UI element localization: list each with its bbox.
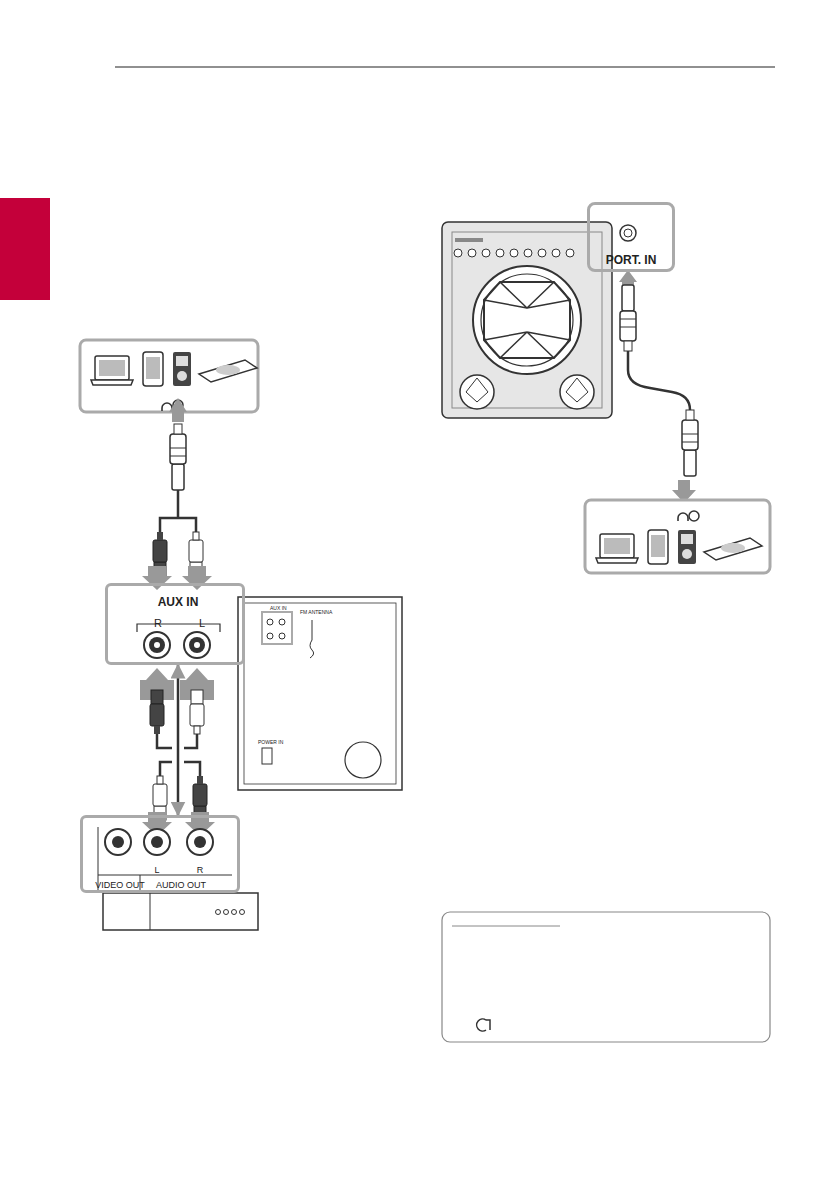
port-label: L [199, 618, 205, 629]
callout-box: AUX IN R L [105, 583, 245, 665]
audio-cable [177, 665, 180, 815]
port-label: R [197, 866, 204, 875]
panel-label: FM ANTENNA [300, 610, 332, 615]
callout-box: PORT. IN [587, 202, 675, 272]
panel-label: AUX IN [270, 606, 287, 611]
port-label: AUDIO OUT [156, 881, 206, 890]
port-label: PORT. IN [606, 254, 657, 266]
panel-label: POWER IN [258, 740, 283, 745]
port-label: L [154, 866, 159, 875]
port-label: R [154, 618, 162, 629]
port-label: VIDEO OUT [95, 881, 145, 890]
callout-box: VIDEO OUT AUDIO OUT L R [80, 815, 240, 893]
port-label: AUX IN [158, 596, 199, 608]
